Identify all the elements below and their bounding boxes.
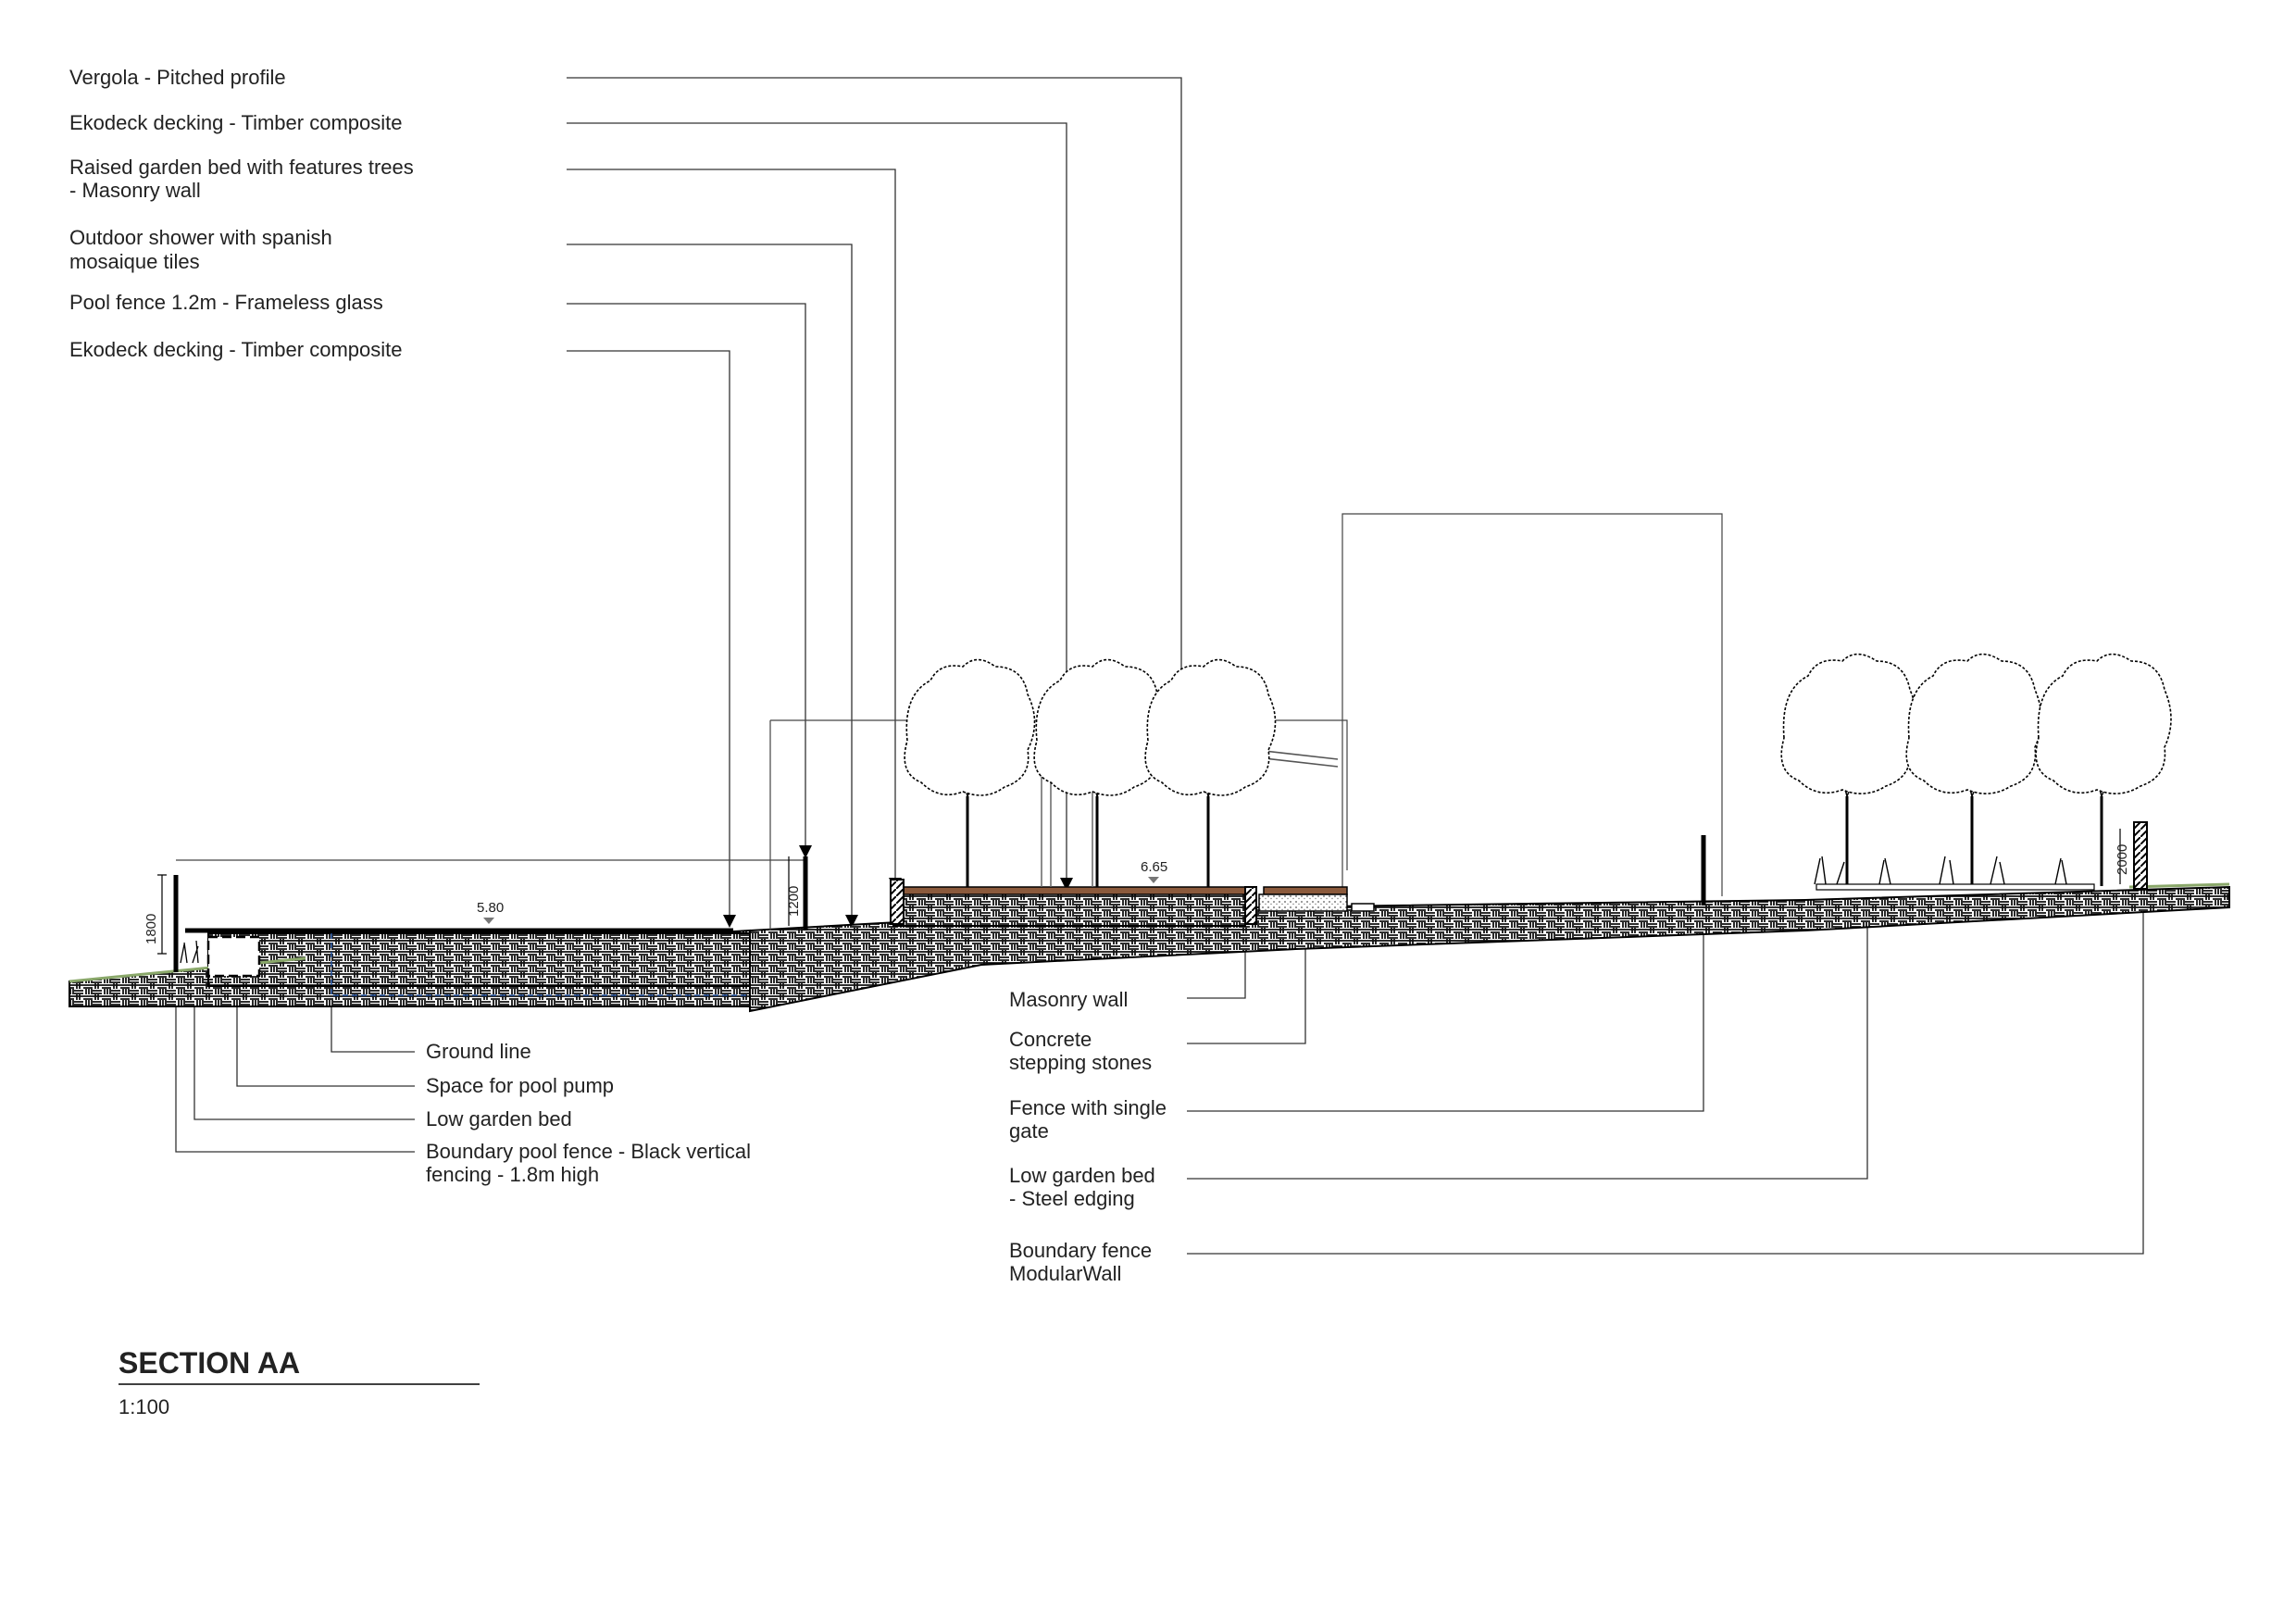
raised-deck: 6.65 <box>890 859 1375 925</box>
leader-pool-pump <box>236 977 415 1087</box>
deck-timber-right <box>1263 886 1348 895</box>
callout-boundary-pool-fence-line2: fencing - 1.8m high <box>426 1163 599 1186</box>
tree <box>1144 658 1277 887</box>
outdoor-shower-step <box>1351 903 1375 912</box>
masonry-wall-left <box>890 879 905 925</box>
title-block: SECTION AA 1:100 <box>119 1346 480 1418</box>
section-title: SECTION AA <box>119 1346 300 1380</box>
section-scale: 1:100 <box>119 1395 169 1418</box>
leader-vergola <box>567 77 1182 731</box>
leader-raised-garden-bed <box>567 169 896 889</box>
leader-pool-fence <box>567 303 806 856</box>
leader-low-garden-bed-right <box>1187 917 1868 1180</box>
callout-outdoor-shower-line2: mosaique tiles <box>69 250 200 273</box>
callout-boundary-fence-line2: ModularWall <box>1009 1262 1121 1285</box>
deck-timber <box>902 886 1248 895</box>
leader-stepping-stones <box>1187 943 1306 1044</box>
tree <box>1905 653 2042 886</box>
stepping-stones <box>1258 893 1348 912</box>
leader-masonry-wall <box>1187 940 1246 999</box>
callout-fence-single-gate-line2: gate <box>1009 1119 1049 1143</box>
dim-pool-fence-height: 1200 <box>786 886 802 917</box>
callout-raised-garden-bed-line2: - Masonry wall <box>69 179 201 202</box>
callouts-left: Ground line Space for pool pump Low gard… <box>426 1040 751 1186</box>
shrubs <box>1814 856 2067 885</box>
callouts-right: Masonry wall Concrete stepping stones Fe… <box>1009 988 1167 1285</box>
leader-lines <box>175 77 2144 1255</box>
callout-low-garden-bed-right-line2: - Steel edging <box>1009 1187 1135 1210</box>
tree <box>2035 653 2172 886</box>
callout-low-garden-bed-left: Low garden bed <box>426 1107 572 1131</box>
leader-fence-gate <box>1187 931 1704 1112</box>
tree <box>904 658 1036 887</box>
dim-pool-length: 5.80 <box>477 900 504 916</box>
callout-ground-line: Ground line <box>426 1040 531 1063</box>
callout-pool-pump-space: Space for pool pump <box>426 1074 614 1097</box>
callout-ekodeck-upper: Ekodeck decking - Timber composite <box>69 111 403 134</box>
tree-cluster-raised-bed <box>904 658 1277 887</box>
leader-boundary-pool-fence <box>175 972 415 1153</box>
callout-fence-single-gate-line1: Fence with single <box>1009 1096 1167 1119</box>
ground-line <box>331 933 750 996</box>
house-outline <box>1341 513 1723 896</box>
masonry-wall-right <box>1244 886 1257 925</box>
callout-stepping-stones-line1: Concrete <box>1009 1028 1092 1051</box>
callout-masonry-wall: Masonry wall <box>1009 988 1128 1011</box>
ground-section <box>69 882 2230 1013</box>
callout-outdoor-shower-line1: Outdoor shower with spanish <box>69 226 332 249</box>
leader-ekodeck-lower <box>567 350 730 926</box>
callout-stepping-stones-line2: stepping stones <box>1009 1051 1152 1074</box>
leader-boundary-fence <box>1187 907 2144 1255</box>
callout-vergola: Vergola - Pitched profile <box>69 66 286 89</box>
pool: 5.80 <box>176 859 805 978</box>
low-bed-edge <box>1816 883 2095 891</box>
callout-raised-garden-bed-line1: Raised garden bed with features trees <box>69 156 414 179</box>
pool-pump-box <box>206 935 261 978</box>
callout-pool-fence: Pool fence 1.2m - Frameless glass <box>69 291 383 314</box>
callouts-top: Vergola - Pitched profile Ekodeck deckin… <box>69 66 414 361</box>
dim-boundary-fence-height: 2000 <box>2115 844 2130 875</box>
leader-outdoor-shower <box>567 244 853 926</box>
boundary-fence-modularwall: 2000 <box>2115 821 2148 890</box>
tree-cluster-right <box>1780 653 2172 891</box>
tree <box>1780 653 1917 886</box>
dim-deck-level: 6.65 <box>1141 859 1167 875</box>
callout-ekodeck-lower: Ekodeck decking - Timber composite <box>69 338 403 361</box>
leader-ekodeck-upper <box>567 122 1067 889</box>
callout-boundary-pool-fence-line1: Boundary pool fence - Black vertical <box>426 1140 751 1163</box>
boundary-pool-fence-left: 1800 <box>144 874 199 972</box>
tree <box>1033 658 1166 887</box>
leader-low-garden-bed-left <box>193 972 415 1120</box>
callout-low-garden-bed-right-line1: Low garden bed <box>1009 1164 1155 1187</box>
callout-boundary-fence-line1: Boundary fence <box>1009 1239 1152 1262</box>
dim-fence-height-left: 1800 <box>144 914 159 944</box>
